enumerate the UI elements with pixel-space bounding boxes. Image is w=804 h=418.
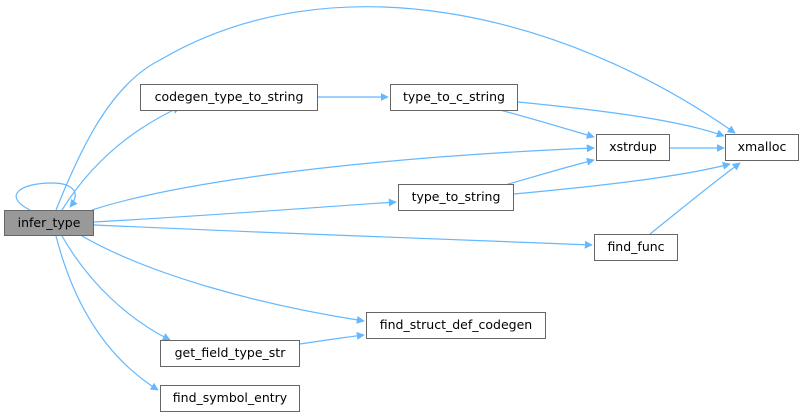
edge-infer_type-type_to_string [93, 198, 397, 223]
edge-infer_type-xstrdup [91, 144, 595, 211]
edge-type_to_string-xstrdup [504, 157, 595, 186]
edge-find_func-xmalloc [649, 162, 741, 235]
edge-type_to_c_string-xmalloc [517, 101, 725, 138]
edge-infer_type-codegen_type_to_string [61, 106, 181, 211]
edge-get_field_type_str-find_struct_def_codegen [299, 331, 365, 345]
edge-type_to_string-xmalloc [513, 161, 731, 195]
node-infer_type[interactable]: infer_type [4, 210, 94, 236]
node-get_field_type_str[interactable]: get_field_type_str [160, 340, 300, 367]
node-find_struct_def_codegen[interactable]: find_struct_def_codegen [366, 312, 546, 339]
node-find_symbol_entry[interactable]: find_symbol_entry [160, 385, 300, 412]
edge-infer_type-xmalloc [55, 6, 736, 211]
node-xstrdup[interactable]: xstrdup [596, 134, 670, 161]
edge-infer_type-find_func [93, 224, 593, 249]
edge-infer_type-get_field_type_str [61, 235, 171, 341]
node-codegen_type_to_string[interactable]: codegen_type_to_string [140, 84, 318, 111]
edge-type_to_c_string-xstrdup [499, 109, 595, 139]
edge-infer_type-find_struct_def_codegen [81, 235, 365, 324]
edge-infer_type-find_symbol_entry [55, 235, 159, 391]
node-type_to_string[interactable]: type_to_string [398, 184, 514, 211]
node-xmalloc[interactable]: xmalloc [725, 134, 799, 161]
edge-infer_type-infer_type [15, 182, 78, 211]
node-find_func[interactable]: find_func [594, 234, 678, 261]
node-type_to_c_string[interactable]: type_to_c_string [390, 84, 518, 111]
